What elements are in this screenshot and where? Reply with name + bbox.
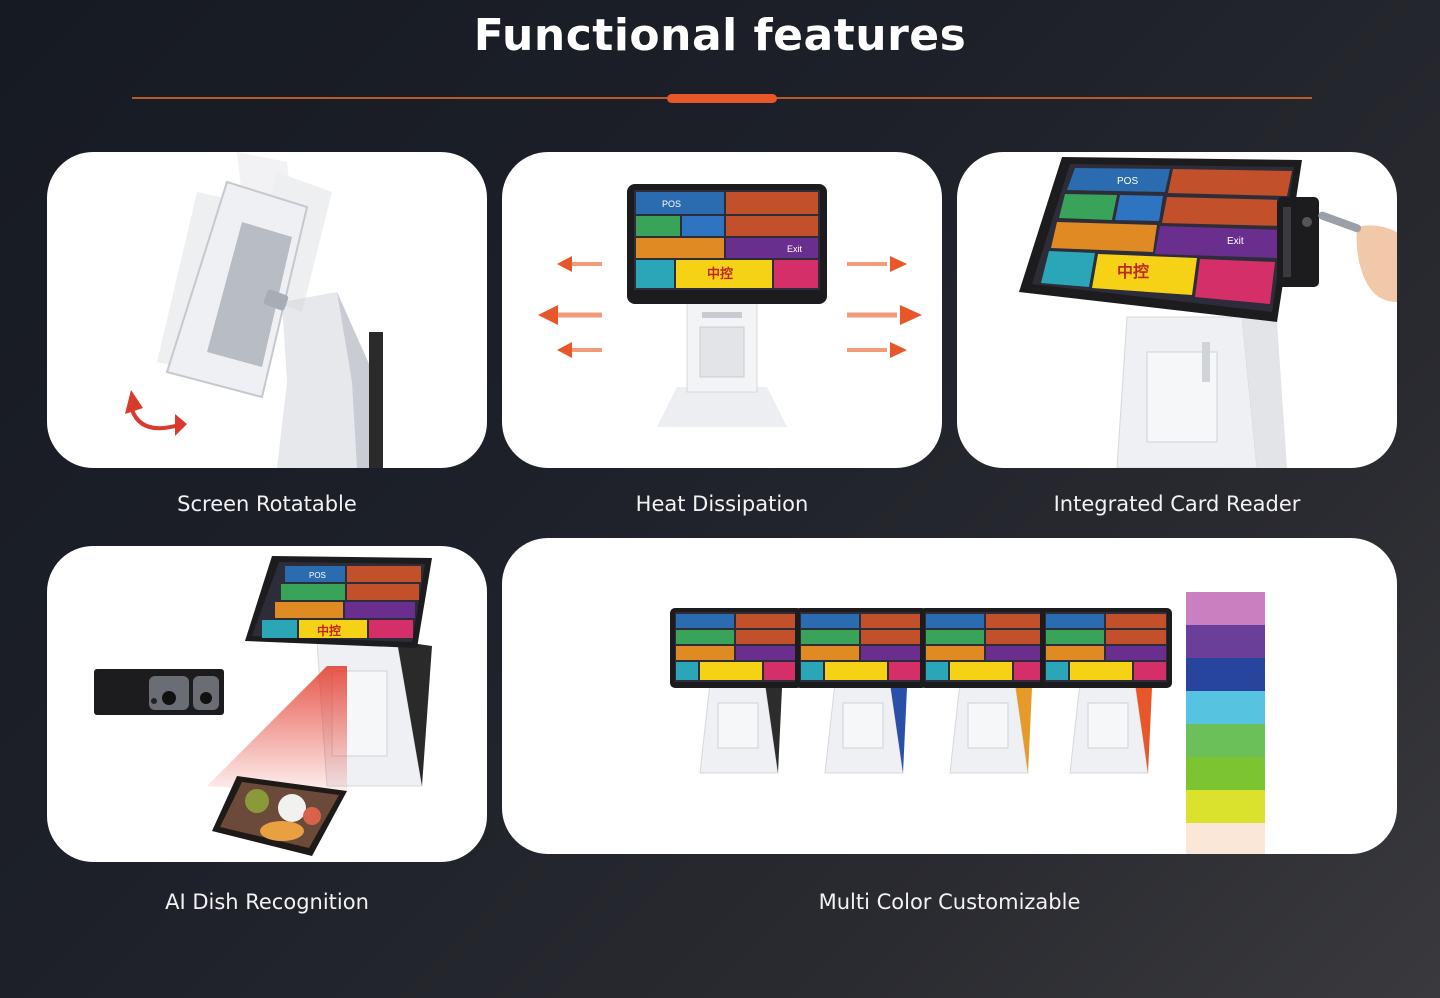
brand-label: 中控: [317, 623, 341, 638]
feature-card-ai-dish-recognition: 中控 POS: [47, 546, 487, 862]
feature-card-integrated-card-reader: 中控 POS Exit: [957, 152, 1397, 468]
feature-caption: Screen Rotatable: [177, 492, 357, 516]
feature-card-multi-color: [502, 538, 1397, 854]
color-swatch: [1186, 691, 1265, 724]
color-swatch: [1186, 625, 1265, 658]
page-title: Functional features: [473, 10, 967, 61]
color-swatch: [1186, 592, 1265, 625]
device-variant-3: [920, 608, 1052, 774]
heat-arrows-icon: [538, 256, 922, 358]
feature-card-screen-rotatable: [47, 152, 487, 468]
color-swatch: [1186, 724, 1265, 757]
feature-caption: Integrated Card Reader: [1053, 492, 1301, 516]
brand-label: 中控: [707, 266, 733, 281]
feature-caption: Multi Color Customizable: [818, 890, 1081, 914]
rotate-arrow-icon: [125, 390, 187, 436]
screen-rotatable-illustration: [125, 152, 383, 468]
feature-caption: Heat Dissipation: [635, 492, 809, 516]
color-swatch: [1186, 757, 1265, 790]
title-accent-bar: [667, 94, 777, 103]
exit-label: Exit: [1227, 236, 1244, 247]
color-swatch: [1186, 790, 1265, 823]
camera-module-icon: [94, 669, 224, 715]
card-reader-illustration: 中控 POS Exit: [1019, 157, 1397, 468]
device-variant-4: [1040, 608, 1172, 774]
color-swatch-icon: [1186, 592, 1265, 854]
feature-card-heat-dissipation: POS Exit 中控: [502, 152, 942, 468]
feature-caption: AI Dish Recognition: [165, 890, 369, 914]
ai-dish-recognition-illustration: 中控 POS: [94, 556, 432, 856]
card-reader-icon: [1277, 197, 1319, 287]
pos-label: POS: [309, 571, 326, 580]
color-swatch: [1186, 823, 1265, 854]
device-variant-1: [670, 608, 802, 774]
heat-dissipation-illustration: POS Exit 中控: [538, 184, 922, 427]
food-tray-icon: [212, 776, 347, 856]
device-variant-2: [795, 608, 927, 774]
pos-label: POS: [1117, 176, 1138, 187]
multi-color-illustration: [670, 592, 1265, 854]
exit-label: Exit: [787, 244, 803, 254]
color-swatch: [1186, 658, 1265, 691]
brand-label: 中控: [1117, 262, 1149, 281]
pos-label: POS: [662, 199, 681, 209]
